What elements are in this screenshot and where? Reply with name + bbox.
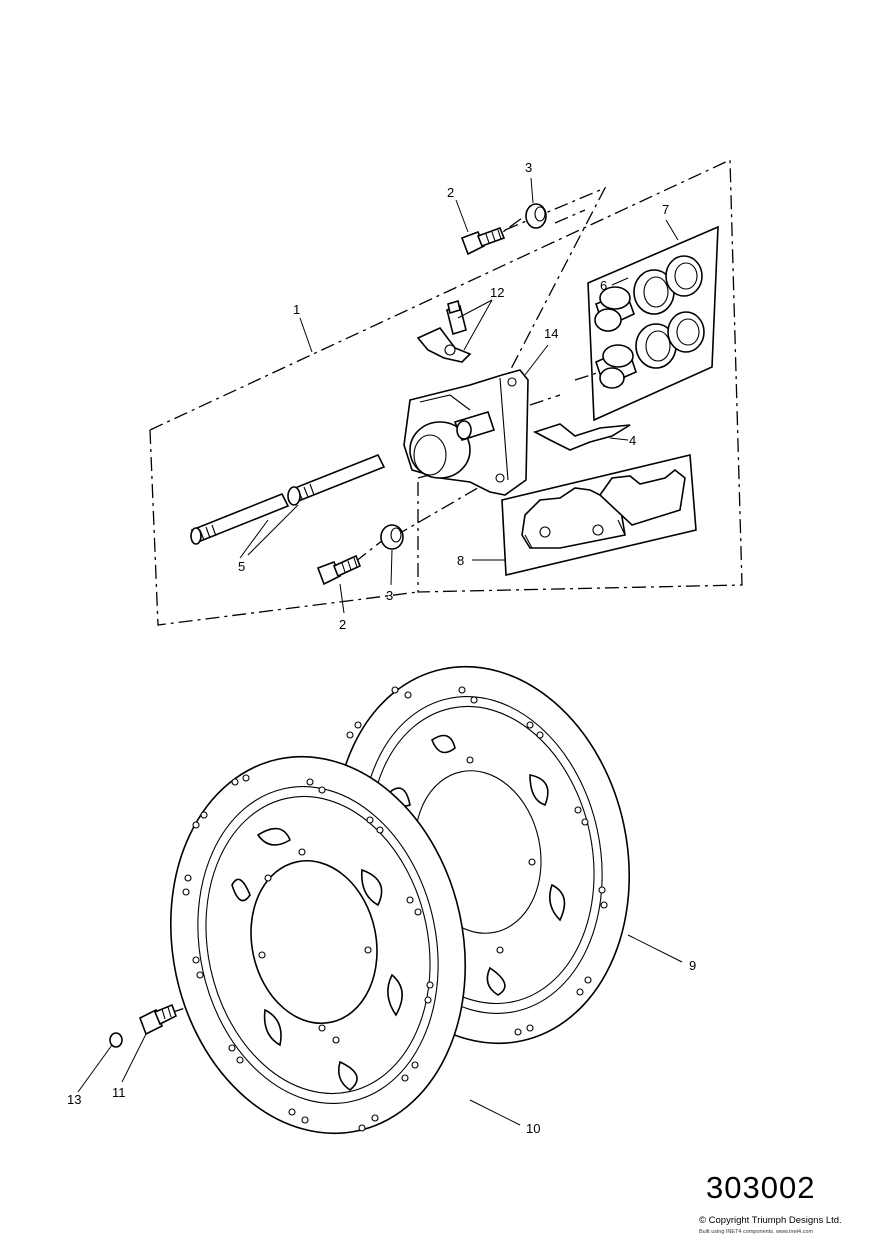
caliper-bolt-top xyxy=(460,226,506,256)
disc-drill-holes xyxy=(182,686,608,1132)
callout-6: 6 xyxy=(600,278,607,293)
copyright-notice: © Copyright Triumph Designs Ltd. xyxy=(699,1215,842,1226)
callout-4: 4 xyxy=(629,433,636,448)
pistons-and-seals xyxy=(587,225,719,422)
brake-disc-front xyxy=(169,755,467,1135)
brake-pads xyxy=(501,454,697,576)
spacer-washer-top xyxy=(525,203,547,229)
callout-12: 12 xyxy=(490,285,504,300)
callout-10: 10 xyxy=(526,1121,540,1136)
callout-2-top: 2 xyxy=(447,185,454,200)
drawing-reference-number: 303002 xyxy=(706,1170,816,1205)
callout-2-bottom: 2 xyxy=(339,617,346,632)
disc-bolt-washer xyxy=(109,1032,123,1048)
callout-3-top: 3 xyxy=(525,160,532,175)
caliper-pins xyxy=(190,453,386,545)
disc-bolt xyxy=(138,1003,177,1036)
caliper-body xyxy=(403,369,529,496)
callout-labels: 1 2 3 2 3 4 5 6 7 8 9 10 11 12 13 14 xyxy=(67,160,696,1136)
callout-13: 13 xyxy=(67,1092,81,1107)
bleed-nipple xyxy=(416,299,472,363)
callout-9: 9 xyxy=(689,958,696,973)
caliper-bolt-bottom xyxy=(316,554,362,586)
built-note: Built using INET4 components. www.inet4.… xyxy=(699,1229,814,1235)
callout-7: 7 xyxy=(662,202,669,217)
callout-8: 8 xyxy=(457,553,464,568)
callout-14: 14 xyxy=(544,326,558,341)
callout-1: 1 xyxy=(293,302,300,317)
spacer-washer-bottom xyxy=(380,524,404,550)
leader-lines xyxy=(77,177,683,1126)
callout-3-bottom: 3 xyxy=(386,588,393,603)
callout-5: 5 xyxy=(238,559,245,574)
callout-11: 11 xyxy=(112,1085,126,1100)
pad-spring xyxy=(532,423,631,451)
